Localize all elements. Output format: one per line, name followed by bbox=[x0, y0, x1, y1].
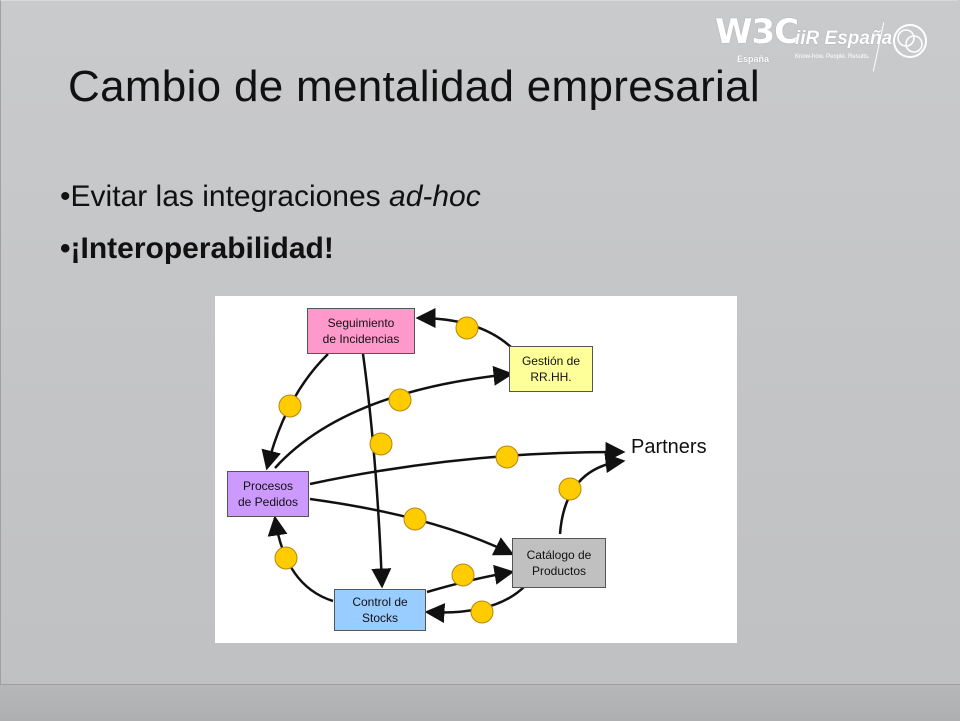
connector-dot bbox=[388, 388, 412, 412]
node-procesos: Procesos de Pedidos bbox=[227, 471, 309, 517]
connector-dot bbox=[278, 394, 302, 418]
bullet-marker: • bbox=[60, 232, 71, 265]
partners-label: Partners bbox=[631, 436, 707, 458]
edge-procesos-partners bbox=[309, 441, 626, 486]
connector-dot bbox=[369, 432, 393, 456]
node-gestion: Gestión de RR.HH. bbox=[509, 346, 593, 392]
bullet-emphasis: ad-hoc bbox=[389, 180, 481, 213]
seal-icon bbox=[893, 24, 927, 58]
connector-dot bbox=[403, 507, 427, 531]
iir-tagline: Know-how. People. Results. bbox=[795, 54, 870, 60]
node-catalogo: Catálogo de Productos bbox=[512, 538, 606, 588]
footer-band bbox=[0, 684, 960, 721]
bullet-item-2: •¡Interoperabilidad! bbox=[60, 232, 334, 266]
bullet-text: Evitar las integraciones bbox=[70, 180, 390, 213]
node-control: Control de Stocks bbox=[334, 589, 426, 631]
bullet-item-1: •Evitar las integraciones ad-hoc bbox=[60, 180, 481, 214]
w3c-subtitle: España bbox=[737, 54, 770, 64]
connector-dot bbox=[455, 316, 479, 340]
edge-control-procesos bbox=[267, 515, 334, 603]
edge-procesos-gestion bbox=[274, 365, 514, 469]
bullet-marker: • bbox=[60, 180, 71, 213]
logo-area: W3C España iiR España Know-how. People. … bbox=[715, 10, 945, 80]
bullet-text: ¡Interoperabilidad! bbox=[70, 232, 334, 265]
edge-seguimiento-control bbox=[361, 353, 392, 589]
slide-title: Cambio de mentalidad empresarial bbox=[68, 62, 760, 111]
connector-dot bbox=[451, 563, 475, 587]
integration-diagram: Seguimiento de Incidencias Gestión de RR… bbox=[215, 296, 737, 643]
connector-group bbox=[274, 316, 582, 624]
node-seguimiento: Seguimiento de Incidencias bbox=[307, 308, 415, 354]
diagram-connections bbox=[261, 308, 626, 624]
connector-dot bbox=[495, 445, 519, 469]
connector-dot bbox=[274, 546, 298, 570]
connector-dot bbox=[470, 600, 494, 624]
w3c-logo: W3C bbox=[715, 12, 799, 52]
connector-dot bbox=[558, 477, 582, 501]
iir-logo: iiR España bbox=[795, 28, 893, 49]
